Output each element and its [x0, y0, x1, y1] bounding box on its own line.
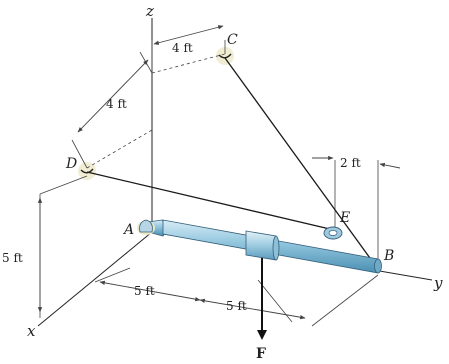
point-label-e: E: [339, 210, 350, 226]
hook-c-shadow: [216, 47, 234, 65]
eye-bolt-e: [323, 226, 343, 240]
cable-bc: [224, 57, 376, 266]
rod-end-b: [374, 258, 382, 274]
point-label-d: D: [65, 156, 77, 172]
point-label-a: A: [122, 222, 134, 238]
rod-ab: [147, 219, 382, 274]
point-label-b: B: [383, 248, 394, 264]
hook-c: [218, 53, 232, 59]
force-label: F: [256, 346, 266, 362]
hooks: [80, 53, 232, 174]
axes: [37, 18, 433, 327]
dim-label-rod-segment: 5 ft: [226, 299, 247, 313]
hook-d-shadow: [78, 162, 96, 180]
x-axis: [37, 231, 153, 327]
dim-d-c: [77, 59, 149, 133]
dim-label-d-c: 4 ft: [106, 97, 127, 111]
dim-label-x-segment: 5 ft: [134, 284, 155, 298]
hook-shadows: [78, 47, 234, 180]
dim-e-offset-right: [379, 162, 401, 169]
dim-label-e-offset: 2 ft: [340, 156, 361, 170]
y-axis-label: y: [433, 274, 443, 292]
z-axis-label: z: [145, 2, 154, 20]
dim-x-segment: [99, 280, 201, 302]
ball-joint-a: [137, 219, 155, 235]
dim-label-c-top: 4 ft: [172, 41, 193, 55]
collar-end: [272, 235, 280, 261]
rod-collar: [245, 230, 277, 261]
cable-ed: [86, 171, 335, 231]
cables: [86, 57, 376, 266]
dim-label-height: 5 ft: [2, 251, 23, 265]
point-label-c: C: [227, 32, 238, 48]
dimension-lines: [37, 25, 401, 320]
x-axis-label: x: [27, 322, 36, 340]
reference-lines: [39, 40, 379, 327]
dim-c-top: [153, 25, 224, 45]
dim-rod-segment: [199, 298, 306, 320]
hook-d: [80, 168, 94, 174]
